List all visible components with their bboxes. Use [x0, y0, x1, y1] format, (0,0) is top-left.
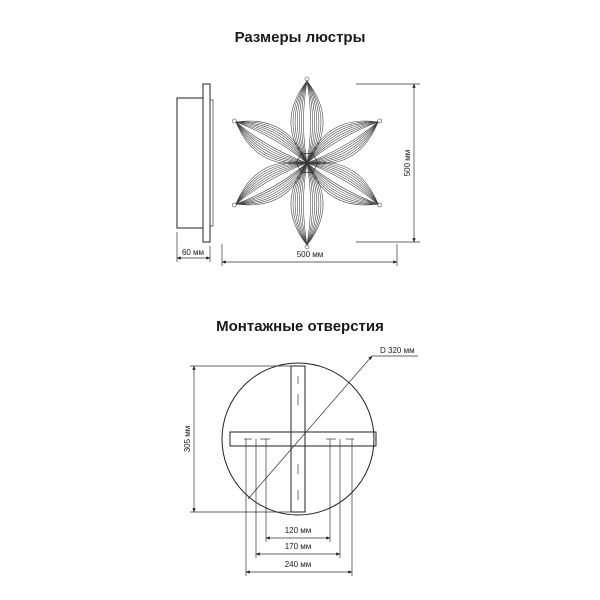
dim-120-label: 120 мм [285, 526, 312, 535]
chandelier-front-view [232, 76, 382, 250]
chandelier-dimensions-title: Размеры люстры [234, 29, 366, 46]
side-view: 60 мм [176, 83, 214, 262]
diameter-label: D 320 мм [380, 346, 415, 355]
mounting-holes-title: Монтажные отверстия [216, 318, 384, 335]
flower-center [295, 153, 319, 173]
mounting-diagram: D 320 мм 305 мм 120 мм 170 мм 240 мм [183, 346, 418, 576]
front-view-dimensions: 500 мм 500 мм [221, 83, 420, 266]
dim-240-label: 240 мм [285, 560, 312, 569]
diameter-leader-line [247, 355, 373, 500]
side-depth-label: 60 мм [182, 248, 204, 257]
mounting-height-label: 305 мм [183, 426, 192, 453]
flower-petal [290, 162, 324, 250]
side-view-panel [202, 83, 211, 243]
flower-petal [306, 161, 382, 208]
flower-petal [290, 76, 324, 164]
side-view-mount [209, 99, 214, 227]
horizontal-mounting-bar [229, 431, 377, 447]
side-view-body [176, 97, 204, 229]
flower-petal [232, 161, 308, 208]
width-label: 500 мм [297, 250, 324, 259]
vertical-mounting-bar [290, 365, 306, 513]
dim-170-label: 170 мм [285, 542, 312, 551]
flower-petal [306, 118, 382, 165]
mounting-circle [221, 362, 375, 516]
flower-petal [232, 118, 308, 165]
height-label: 500 мм [403, 150, 412, 177]
